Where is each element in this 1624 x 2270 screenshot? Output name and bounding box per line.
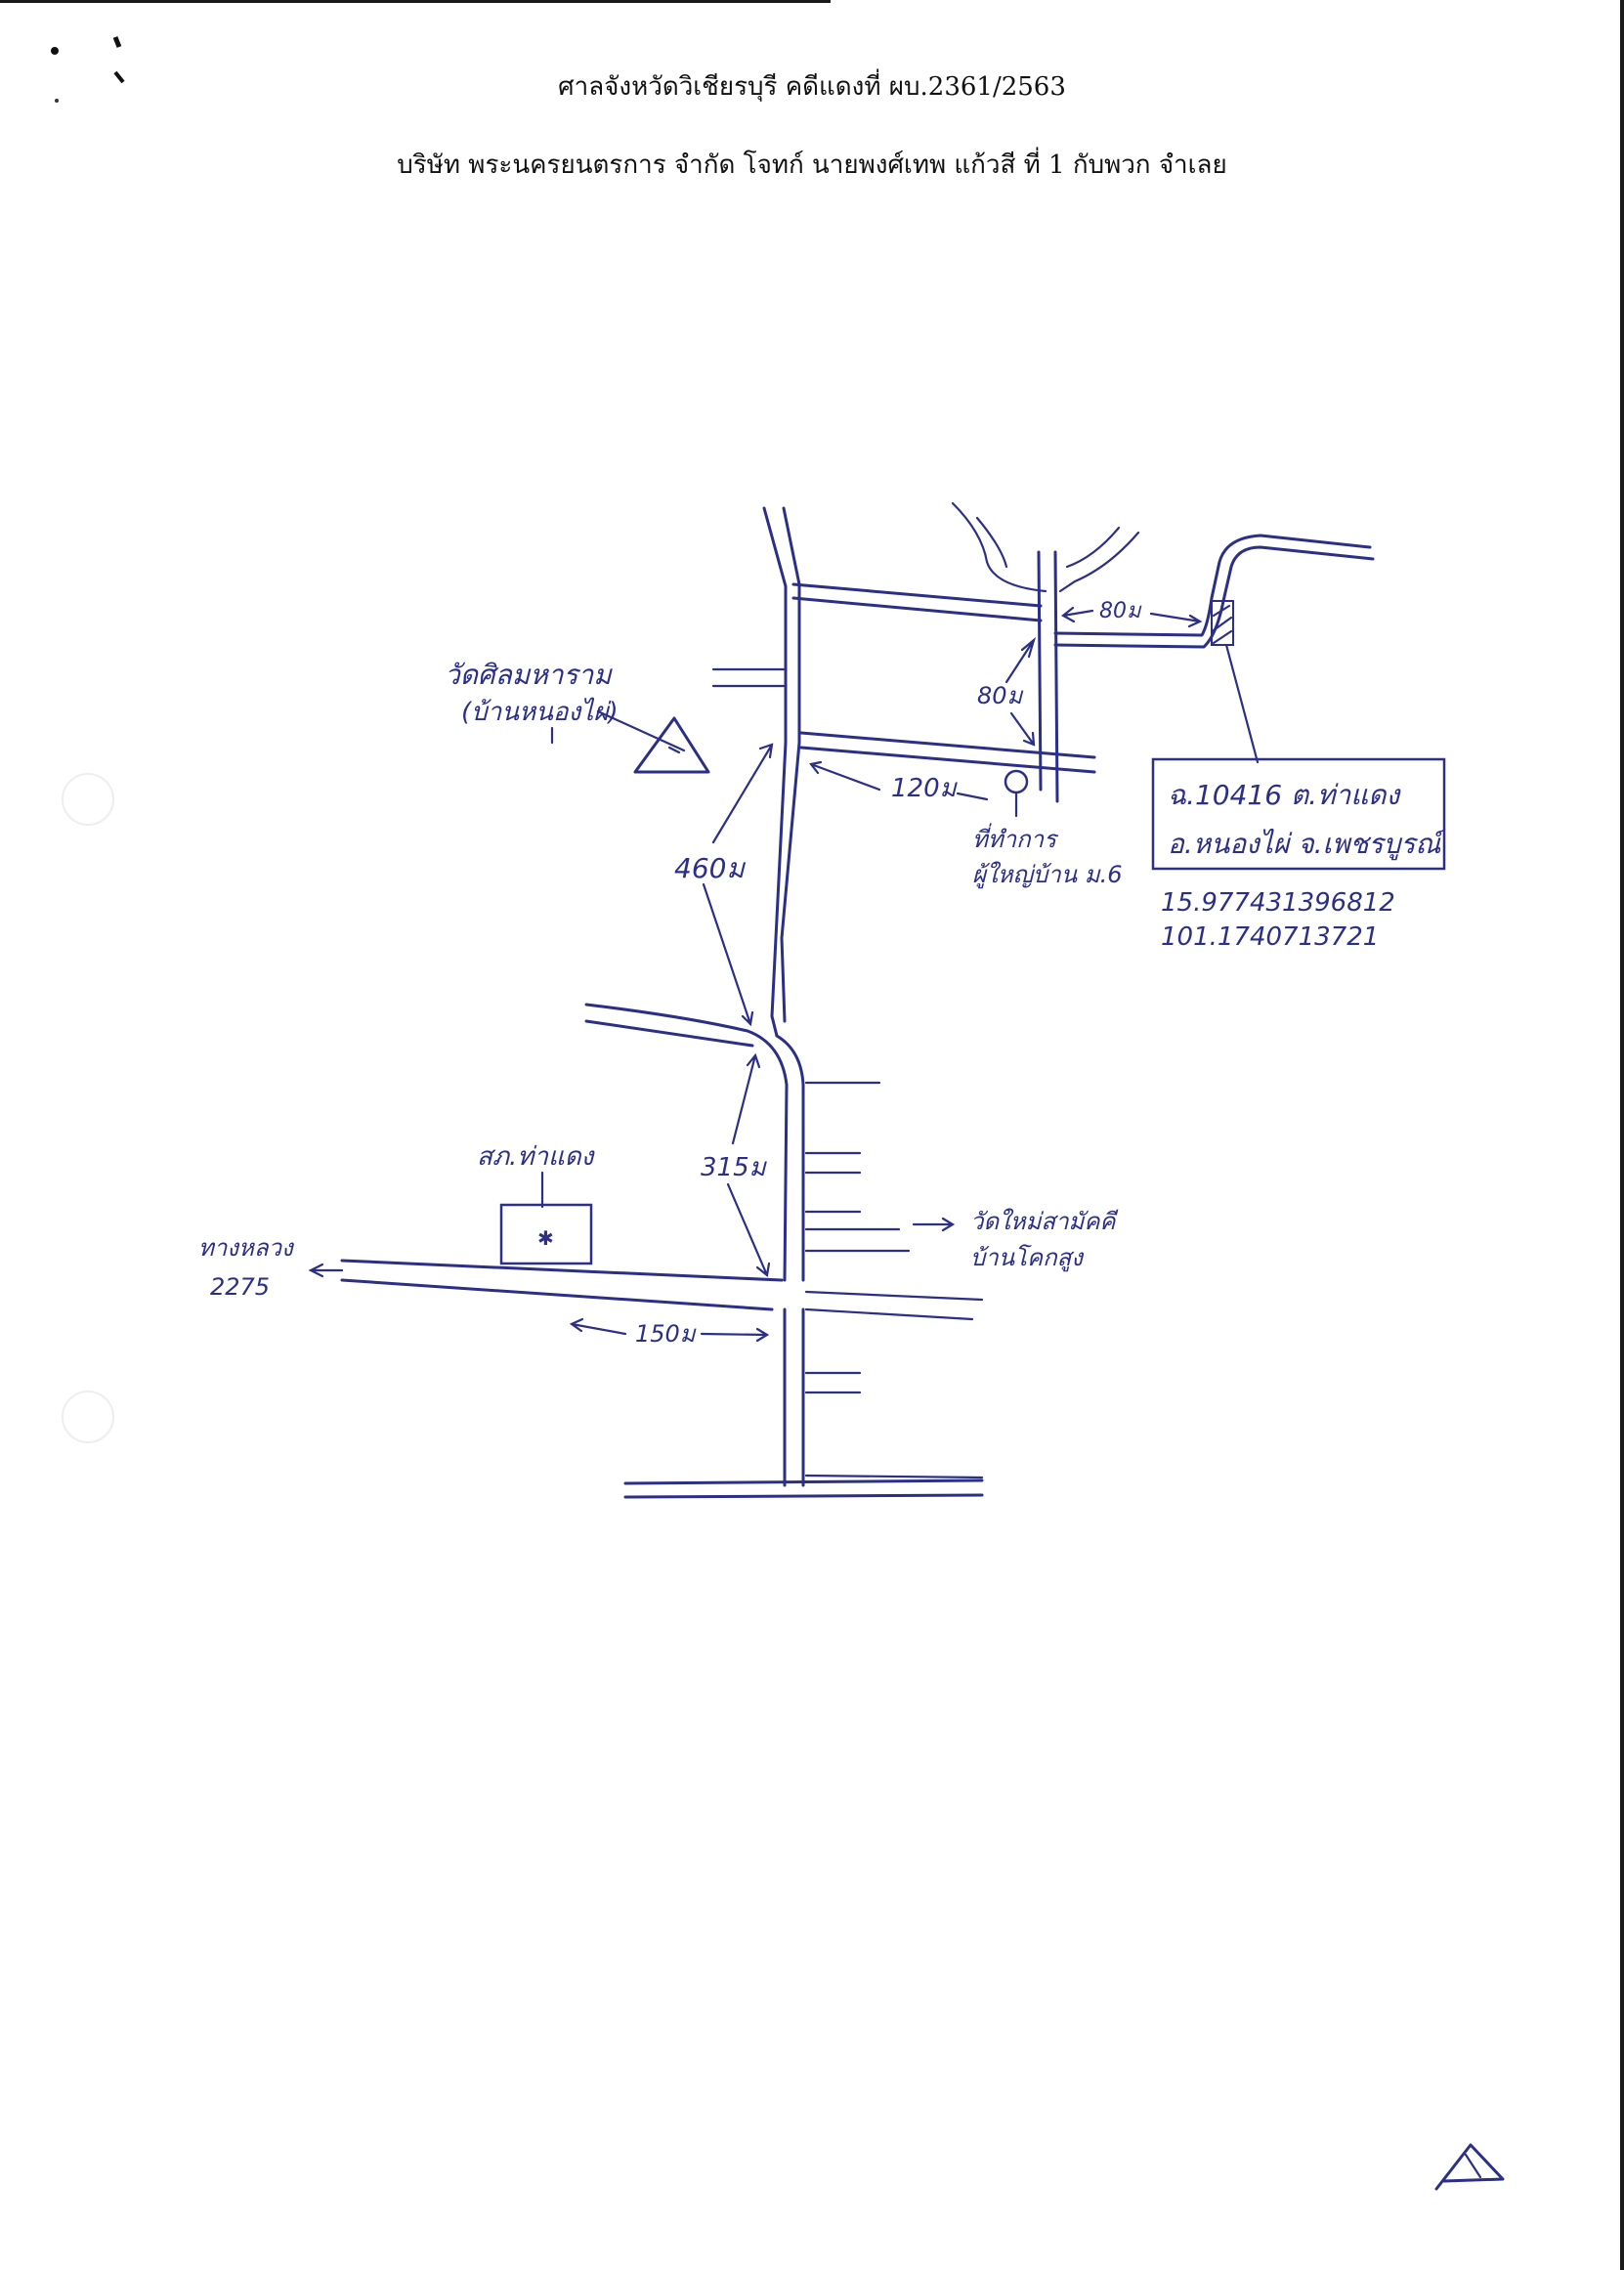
scan-border-right [1620, 0, 1624, 2270]
scan-border-top [0, 0, 831, 3]
bottom-road-edge [623, 1493, 984, 1499]
new-temple-label-line2: บ้านโคกสูง [970, 1244, 1085, 1272]
distance-460-label: 460ม [674, 852, 746, 884]
new-temple-label-line1: วัดใหม่สามัคคี [970, 1208, 1118, 1235]
upper-block-roads [711, 534, 1375, 803]
distance-315-arrow-up [731, 1052, 761, 1145]
highway-label-line2: 2275 [210, 1273, 270, 1301]
target-parcel-marker [1211, 600, 1260, 764]
distance-315-arrow-down [726, 1182, 771, 1278]
office-label-line1: ที่ทำการ [972, 823, 1059, 853]
distance-150-label: 150ม [635, 1320, 697, 1348]
parties-line: บริษัท พระนครยนตรการ จำกัด โจทก์ นายพงศ์… [397, 150, 1227, 180]
new-temple-arrow [912, 1217, 956, 1232]
coordinate-longitude: 101.1740713721 [1161, 922, 1379, 952]
temple-pointer-line [596, 709, 686, 752]
side-streets-east [804, 1081, 984, 1479]
bottom-road [623, 1478, 984, 1485]
court-case-title: ศาลจังหวัดวิเชียรบุรี คดีแดงที่ ผบ.2361/… [558, 72, 1066, 102]
office-label-line2: ผู้ใหญ่บ้าน ม.6 [972, 861, 1123, 889]
distance-120-label: 120ม [891, 774, 959, 803]
distance-460-arrow-up [711, 743, 774, 844]
office-pin-icon [1004, 769, 1029, 794]
police-station-star-icon: ✱ [537, 1226, 554, 1250]
highway-label-line1: ทางหลวง [198, 1234, 295, 1262]
distance-120-arrow [809, 760, 881, 792]
punch-hole-mark [62, 1391, 114, 1443]
punch-hole-mark [62, 773, 114, 826]
main-road-north [762, 506, 801, 1038]
main-road-south [783, 1307, 805, 1487]
distance-80-vertical-label: 80ม [977, 682, 1024, 709]
temple-triangle-icon [633, 716, 710, 774]
distance-150-arrow-left [569, 1317, 627, 1336]
scan-specks [51, 36, 125, 103]
police-station-box [499, 1203, 593, 1265]
coordinate-latitude: 15.977431396812 [1161, 888, 1395, 918]
distance-460-arrow-down [702, 882, 754, 1027]
deed-line-1: ฉ.10416 ต.ท่าแดง [1168, 779, 1401, 811]
temple-label: วัดศิลมหาราม [445, 659, 613, 691]
distance-315-label: 315ม [701, 1153, 768, 1182]
signature-mark [1434, 2143, 1505, 2191]
highway-2275-road [308, 1259, 784, 1311]
temple-sub-label: (บ้านหนองไผ่) [461, 697, 619, 727]
distance-80-horizontal-label: 80ม [1099, 599, 1142, 623]
creek [951, 501, 1140, 593]
deed-line-2: อ.หนองไผ่ จ.เพชรบูรณ์ [1168, 828, 1446, 861]
police-station-label: สภ.ท่าแดง [477, 1142, 596, 1172]
main-road-bend [584, 1003, 805, 1282]
deed-info-box [1151, 757, 1446, 871]
distance-150-arrow-right [700, 1327, 770, 1343]
